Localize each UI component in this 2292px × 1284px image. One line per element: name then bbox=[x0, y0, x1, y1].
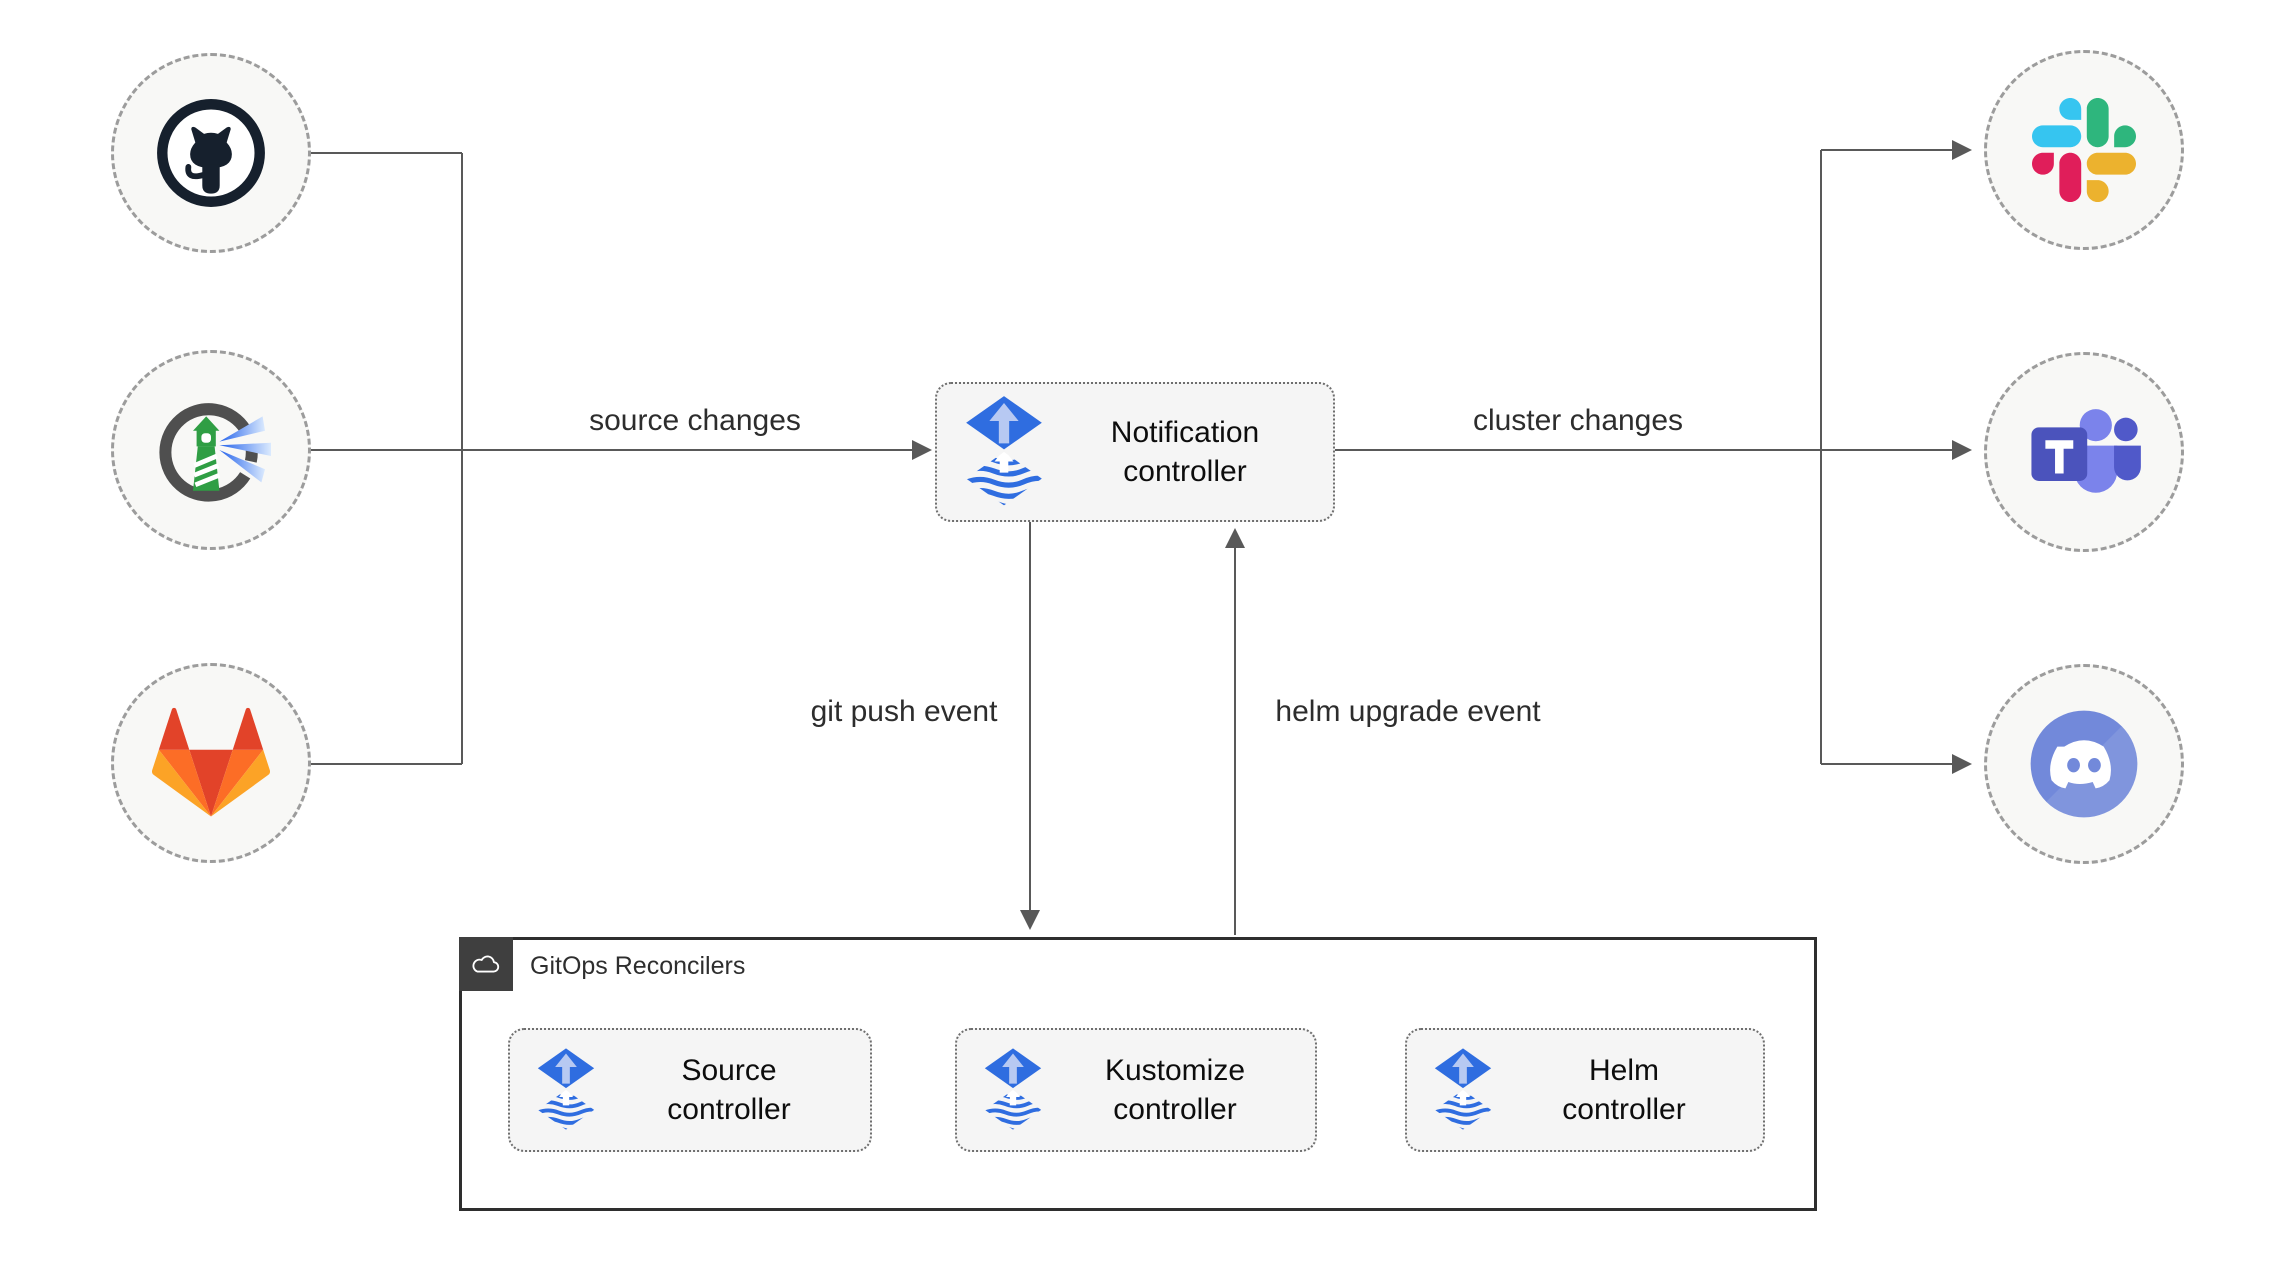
slack-node bbox=[1984, 50, 2184, 250]
github-node bbox=[111, 53, 311, 253]
flux-icon bbox=[981, 1047, 1045, 1133]
harbor-icon bbox=[151, 390, 271, 510]
discord-node bbox=[1984, 664, 2184, 864]
gitops-reconcilers-title: GitOps Reconcilers bbox=[530, 952, 746, 980]
harbor-node bbox=[111, 350, 311, 550]
gitlab-icon bbox=[152, 704, 270, 822]
kustomize-controller-node: Kustomize controller bbox=[955, 1028, 1317, 1152]
source-changes-label: source changes bbox=[589, 404, 801, 437]
notification-controller-node: Notification controller bbox=[935, 382, 1335, 522]
gitlab-node bbox=[111, 663, 311, 863]
helm-controller-label: Helm controller bbox=[1562, 1054, 1686, 1126]
flux-icon bbox=[961, 395, 1047, 509]
notification-controller-label: Notification controller bbox=[1110, 416, 1260, 488]
discord-icon bbox=[2026, 706, 2142, 822]
slack-icon bbox=[2032, 98, 2136, 202]
source-controller-label: Source controller bbox=[667, 1054, 791, 1126]
helm-upgrade-event-label: helm upgrade event bbox=[1275, 695, 1541, 728]
group-tag bbox=[459, 937, 513, 991]
teams-icon bbox=[2025, 398, 2143, 506]
helm-controller-node: Helm controller bbox=[1405, 1028, 1765, 1152]
cloud-icon bbox=[468, 951, 504, 977]
flux-icon bbox=[534, 1047, 598, 1133]
source-controller-node: Source controller bbox=[508, 1028, 872, 1152]
teams-node bbox=[1984, 352, 2184, 552]
git-push-event-label: git push event bbox=[810, 695, 998, 728]
cluster-changes-label: cluster changes bbox=[1472, 404, 1684, 437]
github-icon bbox=[153, 95, 269, 211]
flux-icon bbox=[1431, 1047, 1495, 1133]
kustomize-controller-label: Kustomize controller bbox=[1104, 1054, 1246, 1126]
